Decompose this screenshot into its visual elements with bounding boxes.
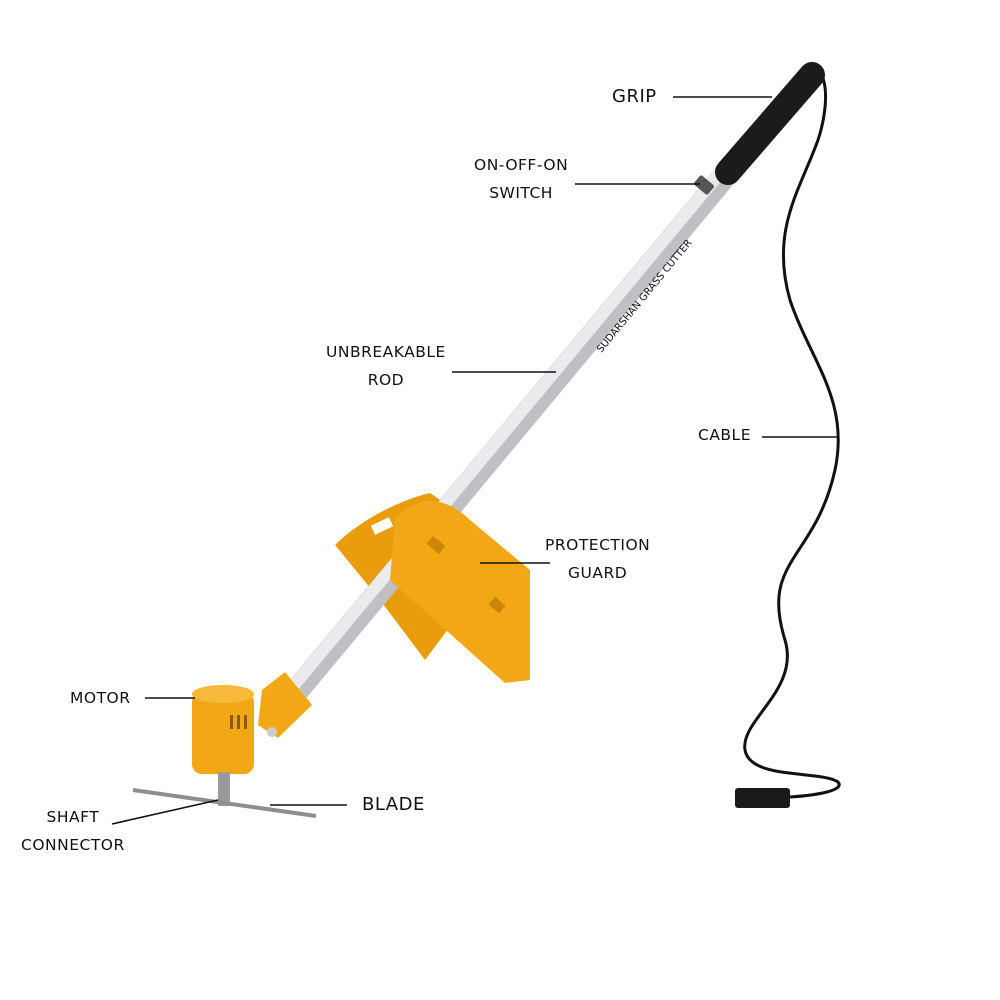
label-motor: MOTOR xyxy=(70,689,131,707)
guard-slot xyxy=(488,596,506,614)
motor xyxy=(192,692,254,774)
label-shaft-line2: CONNECTOR xyxy=(21,836,125,854)
label-switch-line1: ON-OFF-ON xyxy=(474,156,569,174)
bolt xyxy=(267,727,277,737)
label-switch: ON-OFF-ON SWITCH xyxy=(474,151,568,207)
label-grip: GRIP xyxy=(612,86,657,107)
label-guard: PROTECTION GUARD xyxy=(545,531,650,587)
label-blade: BLADE xyxy=(362,794,425,815)
shaft-connector xyxy=(218,772,230,806)
rod-highlight xyxy=(275,162,730,707)
cable-connector xyxy=(735,788,790,808)
label-shaft-line1: SHAFT xyxy=(46,808,100,826)
guard-slot xyxy=(370,517,394,535)
blade xyxy=(132,788,317,818)
label-guard-line2: GUARD xyxy=(568,564,628,582)
grip xyxy=(715,62,825,185)
label-guard-line1: PROTECTION xyxy=(545,536,651,554)
label-rod-line2: ROD xyxy=(367,371,405,389)
leader-lines xyxy=(111,96,838,825)
motor-bracket xyxy=(258,672,312,738)
cable xyxy=(743,66,841,799)
protection-guard xyxy=(390,501,530,683)
label-rod: UNBREAKABLE ROD xyxy=(326,338,446,394)
switch xyxy=(694,175,714,195)
label-cable: CABLE xyxy=(698,426,751,444)
label-switch-line2: SWITCH xyxy=(489,184,553,202)
label-rod-line1: UNBREAKABLE xyxy=(326,343,446,361)
label-shaft-connector: SHAFT CONNECTOR xyxy=(21,803,125,859)
guard-slot xyxy=(426,536,446,554)
